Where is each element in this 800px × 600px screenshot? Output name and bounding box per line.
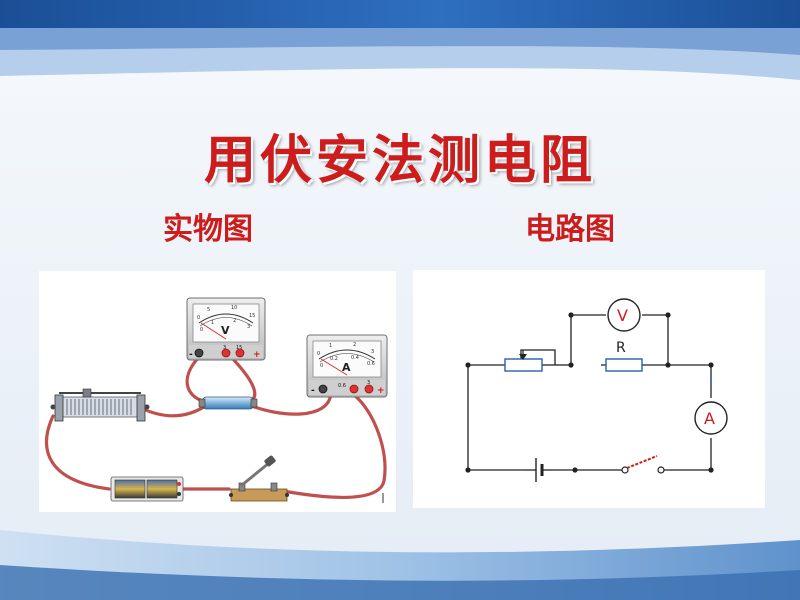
physical-diagram-caption: 实物图 [163, 212, 253, 247]
voltmeter-scale-bottom-3: 3 [247, 324, 250, 330]
voltmeter-scale-top-3: 15 [249, 313, 255, 319]
voltmeter-scale-bottom-1: 1 [211, 320, 214, 326]
schematic-ammeter-symbol: A [704, 409, 715, 428]
ammeter-term-plus: + [377, 386, 385, 396]
physical-diagram-panel: 0 5 10 15 0 1 2 3 V - 3 15 + 0 1 [39, 271, 396, 512]
schematic-voltmeter-symbol: V [617, 306, 628, 325]
voltmeter-term-3: 3 [223, 345, 226, 351]
ammeter-scale-bottom-3: 0.6 [367, 361, 375, 367]
physical-resistor [198, 396, 258, 410]
circuit-diagram-panel: R V A [413, 270, 765, 508]
ammeter-term-06: 0.6 [338, 383, 346, 389]
ammeter-term-minus: - [311, 386, 315, 396]
voltmeter-scale-top-2: 10 [231, 305, 237, 311]
voltmeter-scale-bottom-2: 2 [233, 318, 236, 324]
ammeter-scale-top-0: 0 [317, 351, 320, 357]
schematic-resistor: R [605, 340, 643, 372]
schematic-battery [525, 458, 551, 482]
voltmeter-term-plus: + [253, 350, 261, 360]
ammeter-term-3: 3 [367, 380, 370, 386]
schematic-ammeter: A [694, 401, 728, 435]
schematic-rheostat [504, 350, 543, 372]
voltmeter-scale-top-1: 5 [207, 307, 210, 313]
voltmeter-scale-top-0: 0 [197, 315, 200, 321]
ammeter-symbol: A [342, 361, 351, 374]
voltmeter-scale-bottom-0: 0 [200, 327, 203, 333]
physical-battery-pack [110, 476, 184, 502]
ammeter-scale-top-1: 1 [329, 343, 332, 349]
slide-title: 用伏安法测电阻 [203, 130, 596, 191]
ammeter-scale-top-3: 3 [371, 349, 374, 355]
ammeter-scale-bottom-2: 0.4 [351, 355, 359, 361]
schematic-voltmeter: V [607, 298, 641, 332]
ammeter-scale-top-2: 2 [353, 342, 356, 348]
circuit-wires [467, 314, 712, 471]
physical-diagram-svg: 0 5 10 15 0 1 2 3 V - 3 15 + 0 1 [44, 297, 388, 503]
physical-switch [229, 455, 289, 502]
physical-ammeter: 0 1 2 3 0 0.2 0.4 0.6 A - 0.6 3 + [306, 334, 388, 398]
voltmeter-term-minus: - [189, 350, 193, 360]
circuit-diagram-svg: R V A [465, 298, 728, 482]
physical-voltmeter: 0 5 10 15 0 1 2 3 V - 3 15 + [186, 297, 266, 361]
physical-rheostat [50, 388, 150, 422]
circuit-diagram-caption: 电路图 [525, 212, 615, 247]
ammeter-scale-bottom-0: 0 [320, 363, 323, 369]
circuit-junctions [465, 312, 714, 473]
ammeter-scale-bottom-1: 0.2 [330, 356, 338, 362]
voltmeter-symbol: V [221, 324, 230, 337]
schematic-switch [621, 455, 665, 474]
resistor-label: R [616, 340, 626, 356]
voltmeter-term-15: 15 [236, 345, 242, 351]
